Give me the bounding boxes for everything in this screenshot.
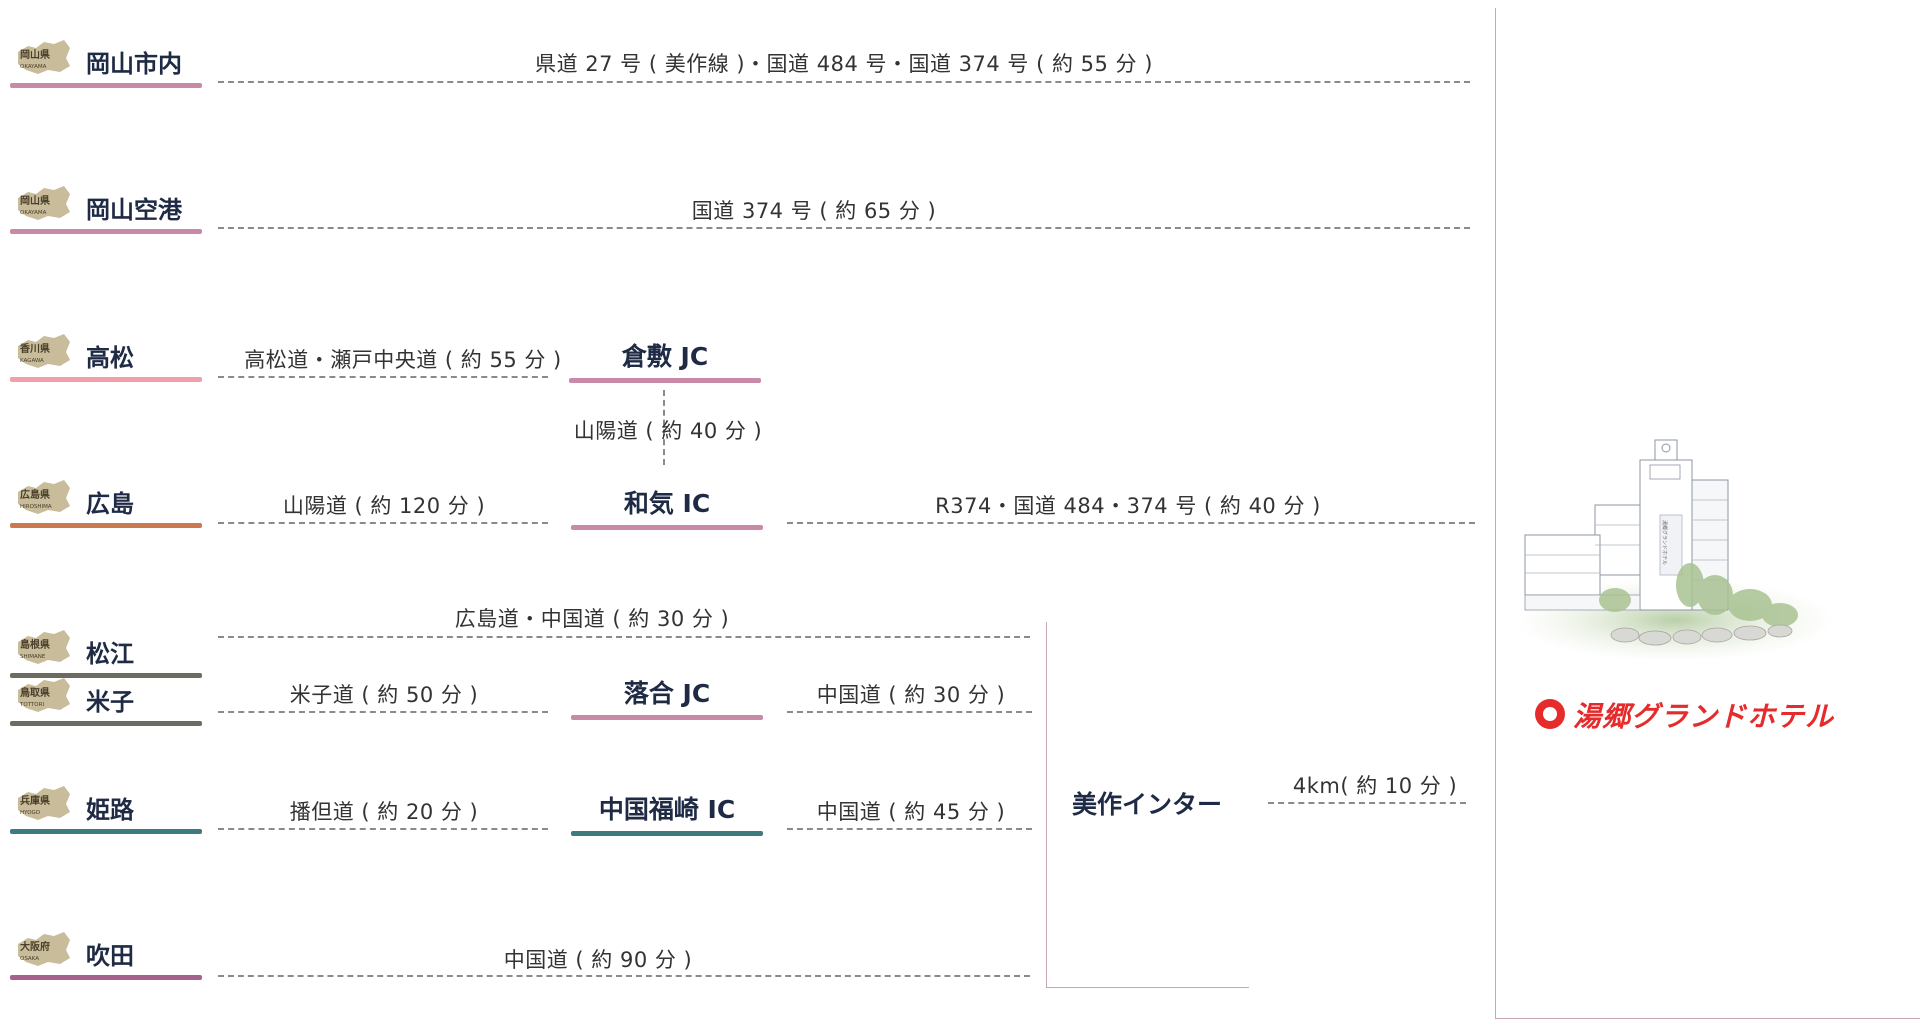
route-line-yonago-ochiai	[218, 711, 548, 713]
route-line-takamatsu-kurashiki	[218, 376, 548, 378]
prefecture-label: 大阪府	[20, 940, 50, 953]
prefecture-map-icon: 島根県 SHIMANE	[18, 630, 70, 664]
mimasaka-bracket	[1046, 622, 1249, 988]
prefecture-label: 島根県	[20, 638, 50, 651]
junction-kurashiki-jc: 倉敷 JC	[569, 337, 761, 383]
prefecture-roman: HIROSHIMA	[20, 504, 52, 510]
junction-underline	[569, 378, 761, 383]
junction-name: 中国福崎 IC	[598, 795, 736, 824]
prefecture-label: 香川県	[20, 342, 50, 355]
origin-matsue: 島根県 SHIMANE 松江	[10, 628, 202, 678]
origin-name: 姫路	[86, 796, 134, 824]
route-label-hiroshima-wake: 山陽道 ( 約 120 分 )	[282, 494, 486, 518]
junction-underline	[571, 715, 763, 720]
junction-name: 落合 JC	[623, 679, 711, 708]
route-line-ochiai-mimasaka	[787, 711, 1032, 713]
prefecture-roman: OKAYAMA	[20, 64, 47, 70]
prefecture-roman: OSAKA	[20, 956, 39, 962]
junction-name: 和気 IC	[623, 489, 711, 518]
route-line-kurashiki-wake	[663, 390, 665, 465]
origin-underline	[10, 975, 202, 980]
prefecture-roman: KAGAWA	[20, 358, 44, 364]
origin-underline	[10, 83, 202, 88]
route-line-okayama-airport	[218, 227, 1470, 229]
origin-name: 松江	[86, 640, 134, 668]
prefecture-roman: TOTTORI	[19, 702, 44, 708]
prefecture-roman: OKAYAMA	[20, 210, 47, 216]
origin-name: 岡山市内	[86, 50, 182, 78]
prefecture-map-icon: 香川県 KAGAWA	[18, 334, 70, 368]
route-label-takamatsu-kurashiki: 高松道・瀬戸中央道 ( 約 55 分 )	[244, 348, 562, 372]
origin-underline	[10, 829, 202, 834]
hotel-logo: 湯郷グランドホテル	[1535, 693, 1833, 733]
origin-takamatsu: 香川県 KAGAWA 高松	[10, 332, 202, 382]
route-label-yonago-ochiai: 米子道 ( 約 50 分 )	[289, 683, 479, 707]
hotel-panel-frame	[1495, 8, 1920, 1019]
origin-okayama-city: 岡山県 OKAYAMA 岡山市内	[10, 38, 202, 88]
route-label-matsue: 広島道・中国道 ( 約 30 分 )	[454, 607, 730, 631]
prefecture-label: 広島県	[20, 488, 50, 501]
origin-name: 岡山空港	[86, 196, 182, 224]
route-line-himeji-fukusaki	[218, 828, 548, 830]
origin-name: 広島	[86, 490, 134, 518]
origin-name: 高松	[86, 344, 134, 372]
origin-name: 吹田	[86, 942, 134, 970]
route-label-okayama-airport: 国道 374 号 ( 約 65 分 )	[691, 199, 937, 223]
route-label-mimasaka-hotel: 4km( 約 10 分 )	[1292, 774, 1458, 798]
route-label-fukusaki-mimasaka: 中国道 ( 約 45 分 )	[816, 800, 1006, 824]
origin-underline	[10, 377, 202, 382]
prefecture-label: 岡山県	[20, 194, 50, 207]
route-line-matsue	[218, 636, 1030, 638]
route-label-suita: 中国道 ( 約 90 分 )	[503, 948, 693, 972]
origin-hiroshima: 広島県 HIROSHIMA 広島	[10, 478, 202, 528]
prefecture-label: 鳥取県	[20, 686, 50, 699]
prefecture-map-icon: 鳥取県 TOTTORI	[18, 678, 70, 712]
route-line-okayama-city	[218, 81, 1470, 83]
junction-underline	[571, 831, 763, 836]
route-line-hiroshima-wake	[218, 522, 548, 524]
origin-underline	[10, 523, 202, 528]
prefecture-map-icon: 兵庫県 HYOGO	[18, 786, 70, 820]
route-line-suita	[218, 975, 1030, 977]
origin-underline	[10, 673, 202, 678]
mimasaka-interchange: 美作インター	[1072, 790, 1223, 819]
route-line-mimasaka-hotel	[1268, 802, 1466, 804]
prefecture-map-icon: 岡山県 OKAYAMA	[18, 186, 70, 220]
junction-chugoku-fukusaki-ic: 中国福崎 IC	[571, 790, 763, 836]
prefecture-roman: SHIMANE	[20, 654, 46, 660]
hotel-logo-mark-icon	[1535, 699, 1565, 729]
route-label-wake-hotel: R374・国道 484・374 号 ( 約 40 分 )	[935, 494, 1321, 518]
route-line-fukusaki-mimasaka	[787, 828, 1032, 830]
hotel-illustration: 湯郷グランドホテル	[1515, 439, 1835, 662]
origin-himeji: 兵庫県 HYOGO 姫路	[10, 784, 202, 834]
origin-yonago: 鳥取県 TOTTORI 米子	[10, 676, 202, 726]
origin-underline	[10, 721, 202, 726]
junction-wake-ic: 和気 IC	[571, 484, 763, 530]
route-label-himeji-fukusaki: 播但道 ( 約 20 分 )	[289, 800, 479, 824]
route-label-okayama-city: 県道 27 号 ( 美作線 )・国道 484 号・国道 374 号 ( 約 55…	[535, 52, 1153, 76]
junction-ochiai-jc: 落合 JC	[571, 674, 763, 720]
origin-suita: 大阪府 OSAKA 吹田	[10, 930, 202, 980]
prefecture-roman: HYOGO	[20, 810, 41, 816]
origin-okayama-airport: 岡山県 OKAYAMA 岡山空港	[10, 184, 202, 234]
origin-underline	[10, 229, 202, 234]
route-label-kurashiki-wake: 山陽道 ( 約 40 分 )	[573, 419, 763, 443]
prefecture-map-icon: 岡山県 OKAYAMA	[18, 40, 70, 74]
route-label-ochiai-mimasaka: 中国道 ( 約 30 分 )	[816, 683, 1006, 707]
hotel-sign: 湯郷グランドホテル	[1661, 520, 1668, 565]
origin-name: 米子	[86, 688, 134, 716]
prefecture-map-icon: 大阪府 OSAKA	[18, 932, 70, 966]
junction-name: 倉敷 JC	[621, 342, 709, 371]
route-line-wake-hotel	[787, 522, 1475, 524]
prefecture-label: 兵庫県	[20, 794, 50, 807]
prefecture-label: 岡山県	[20, 48, 50, 61]
junction-underline	[571, 525, 763, 530]
hotel-logo-text: 湯郷グランドホテル	[1573, 700, 1835, 733]
prefecture-map-icon: 広島県 HIROSHIMA	[18, 480, 70, 514]
